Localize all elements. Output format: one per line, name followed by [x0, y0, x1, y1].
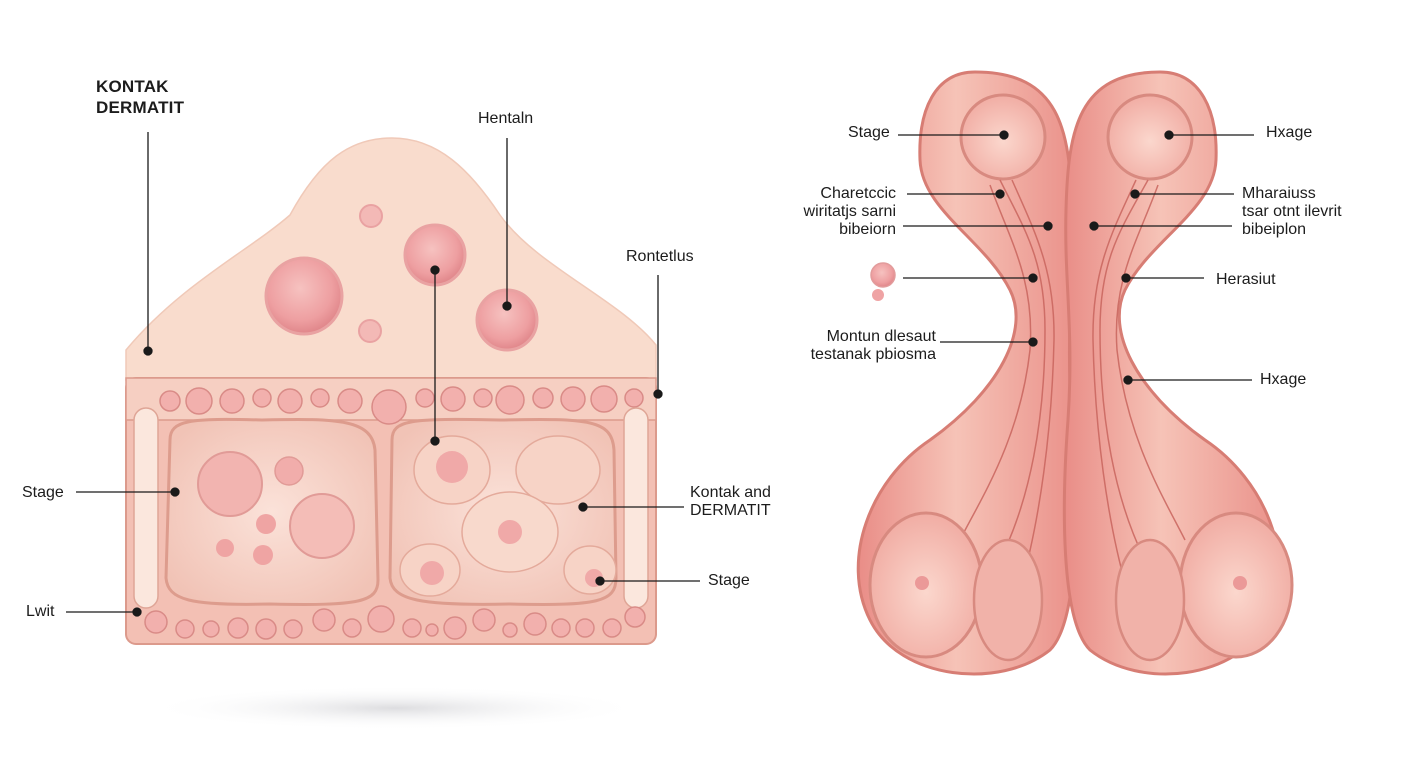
leader-dot — [595, 576, 605, 586]
vesicle-small — [359, 204, 383, 228]
side-pillar — [133, 407, 159, 609]
organ-structure — [856, 70, 1294, 676]
leader-dot — [1043, 221, 1053, 231]
left-compartment — [164, 417, 380, 606]
leader-dot — [143, 346, 153, 356]
bottom-pocket-right — [1114, 538, 1186, 662]
nucleus-dot — [915, 576, 929, 590]
nodule-small — [872, 289, 884, 301]
label-lwit: Lwit — [26, 603, 55, 620]
leader-dot — [430, 265, 440, 275]
label-rontetlus: Rontetlus — [626, 248, 694, 265]
leader-dot — [1028, 273, 1038, 283]
label-hentaln: Hentaln — [478, 110, 534, 127]
vesicle-group — [264, 204, 539, 352]
label-stage-organ: Stage — [848, 124, 890, 141]
leader-dot — [502, 301, 512, 311]
nucleus-dot — [1233, 576, 1247, 590]
label-mharaiuss: Mharaiuss tsar otnt ilevrit bibeiplon — [1242, 185, 1342, 238]
leader-dot — [578, 502, 588, 512]
side-pillar — [623, 407, 649, 609]
vesicle — [264, 256, 344, 336]
label-hxage-top: Hxage — [1266, 124, 1313, 141]
leader-dot — [1089, 221, 1099, 231]
lower-cell-row — [144, 605, 646, 640]
leader-dot — [1164, 130, 1174, 140]
leader-dot — [1121, 273, 1131, 283]
leader-dot — [653, 389, 663, 399]
label-herasiut: Herasiut — [1216, 271, 1276, 288]
leader-dot — [999, 130, 1009, 140]
right-compartment — [388, 417, 618, 606]
leader-dot — [170, 487, 180, 497]
leader-lines — [66, 130, 1254, 617]
top-bulb-right — [1106, 93, 1194, 181]
leader-dot — [1028, 337, 1038, 347]
label-kontak-dermatit: Kontak and DERMATIT — [690, 484, 771, 519]
upper-cell-row — [159, 385, 644, 425]
bottom-pocket-left — [972, 538, 1044, 662]
leader-dot — [995, 189, 1005, 199]
leader-dot — [132, 607, 142, 617]
leader-dot — [430, 436, 440, 446]
label-stage-left: Stage — [22, 484, 64, 501]
label-montun-dlesaut: Montun dlesaut testanak pbiosma — [810, 328, 936, 363]
leader-dot — [1130, 189, 1140, 199]
nodule — [870, 262, 896, 288]
skin-section — [125, 137, 657, 730]
fiber-bundle — [959, 179, 1186, 591]
label-hxage-low: Hxage — [1260, 371, 1307, 388]
epidermis-dome — [125, 137, 657, 381]
vesicle-small — [358, 319, 382, 343]
diagram-title: KONTAK DERMATIT — [96, 77, 185, 117]
label-stage-right: Stage — [708, 572, 750, 589]
ground-shadow — [145, 686, 645, 730]
label-charetccic: Charetccic wiritatjs sarni bibeiorn — [803, 185, 896, 238]
leader-dot — [1123, 375, 1133, 385]
